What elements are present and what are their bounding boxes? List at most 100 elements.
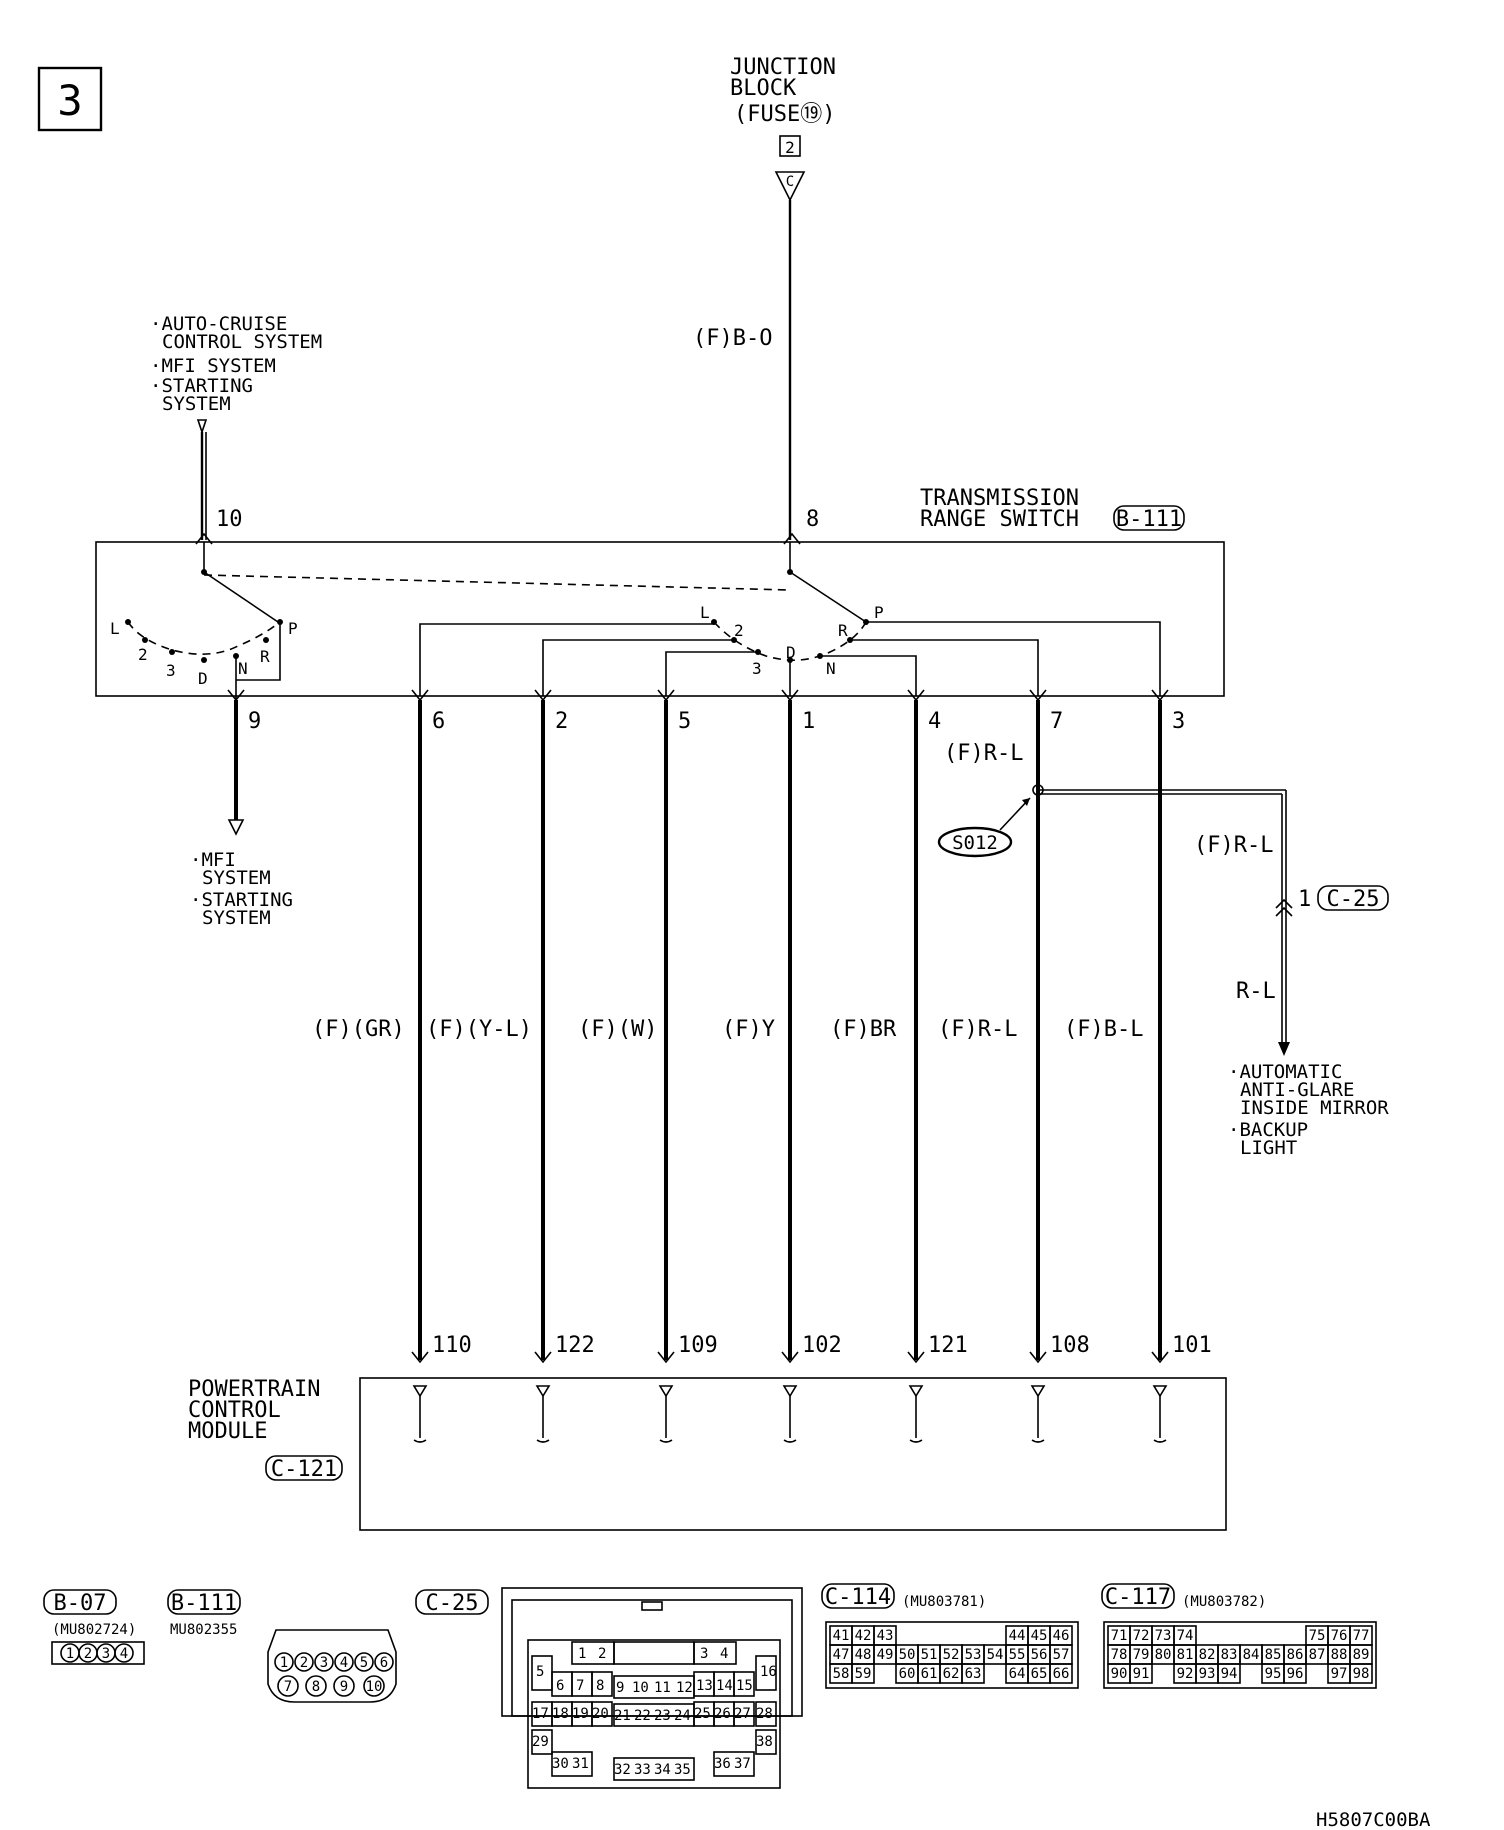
svg-text:4: 4 <box>720 1646 728 1662</box>
svg-text:5: 5 <box>536 1664 544 1680</box>
ref-automatic: ·AUTOMATIC <box>1228 1061 1342 1083</box>
ref-control-system: CONTROL SYSTEM <box>162 331 322 353</box>
pin-number: 53 <box>965 1647 982 1663</box>
svg-text:5: 5 <box>360 1655 368 1671</box>
svg-text:24: 24 <box>674 1708 691 1724</box>
svg-text:3: 3 <box>700 1646 708 1662</box>
c117-label: C-117 <box>1105 1585 1171 1610</box>
pin-number: 82 <box>1199 1647 1216 1663</box>
trs-right-pos-n: N <box>826 659 836 678</box>
trs-left-pos-r: R <box>260 647 270 666</box>
pin-number: 98 <box>1353 1666 1370 1682</box>
pin-number: 84 <box>1243 1647 1260 1663</box>
page-number: 3 <box>57 76 82 125</box>
ref-bottom-mfi-system: SYSTEM <box>202 867 271 889</box>
pin-number: 59 <box>855 1666 872 1682</box>
pcm-pin-102: 102 <box>802 1333 842 1358</box>
pin-number: 43 <box>877 1628 894 1644</box>
pin-number: 97 <box>1331 1666 1348 1682</box>
wire-label-r-l: (F)R-L <box>938 1017 1017 1042</box>
trs-left-pos-3: 3 <box>166 661 176 680</box>
trs-pin-3: 3 <box>1172 709 1185 734</box>
junction-pin: 2 <box>785 138 795 157</box>
c25-ref: C-25 <box>1327 887 1380 912</box>
pin-number: 87 <box>1309 1647 1326 1663</box>
svg-text:9: 9 <box>340 1679 348 1695</box>
svg-text:20: 20 <box>592 1706 609 1722</box>
svg-text:2: 2 <box>598 1646 606 1662</box>
pcm-pin-108: 108 <box>1050 1333 1090 1358</box>
pin-number: 76 <box>1331 1628 1348 1644</box>
splice-after-label: R-L <box>1236 979 1276 1004</box>
svg-text:4: 4 <box>120 1646 128 1662</box>
pin-number: 57 <box>1053 1647 1070 1663</box>
pcm-title-2: CONTROL <box>188 1398 281 1423</box>
ref-auto-cruise: ·AUTO-CRUISE <box>150 313 287 335</box>
pcm-terminals <box>412 1385 1168 1443</box>
svg-text:11: 11 <box>654 1680 671 1696</box>
pcm-title-1: POWERTRAIN <box>188 1377 320 1402</box>
ref-bottom-starting: ·STARTING <box>190 889 293 911</box>
trs-connector: B-111 <box>1116 507 1182 532</box>
pin-number: 46 <box>1053 1628 1070 1644</box>
wire-b-o-label: (F)B-O <box>693 326 772 351</box>
b07-part: (MU802724) <box>52 1622 136 1638</box>
pin-number: 90 <box>1111 1666 1128 1682</box>
ref-bottom-starting-system: SYSTEM <box>202 907 271 929</box>
trs-right-pos-p: P <box>874 603 884 622</box>
pin-cell <box>1283 1663 1307 1684</box>
svg-text:13: 13 <box>696 1678 713 1694</box>
pcm-pin-121: 121 <box>928 1333 968 1358</box>
c25-label: C-25 <box>426 1591 479 1616</box>
svg-text:36: 36 <box>714 1756 731 1772</box>
svg-text:30: 30 <box>552 1756 569 1772</box>
pin-number: 61 <box>921 1666 938 1682</box>
pin-number: 64 <box>1009 1666 1026 1682</box>
svg-text:1: 1 <box>280 1655 288 1671</box>
pin-number: 56 <box>1031 1647 1048 1663</box>
pin-number: 66 <box>1053 1666 1070 1682</box>
pin-number: 47 <box>833 1647 850 1663</box>
trs-left-pos-p: P <box>288 619 298 638</box>
c114-label: C-114 <box>825 1585 891 1610</box>
b111-label: B-111 <box>171 1591 237 1616</box>
pin-number: 49 <box>877 1647 894 1663</box>
svg-text:21: 21 <box>614 1708 631 1724</box>
trs-right-pos-l: L <box>700 603 710 622</box>
pcm-title-3: MODULE <box>188 1419 267 1444</box>
pin-number: 85 <box>1265 1647 1282 1663</box>
trs-title-2: RANGE SWITCH <box>920 507 1079 532</box>
svg-text:2: 2 <box>300 1655 308 1671</box>
trs-right-switch: L 2 3 D N R P <box>419 542 1161 696</box>
pin-number: 81 <box>1177 1647 1194 1663</box>
pin-number: 96 <box>1287 1666 1304 1682</box>
pin-number: 74 <box>1177 1628 1194 1644</box>
pin-cell <box>1129 1663 1153 1684</box>
trs-pin-10: 10 <box>216 507 243 532</box>
trs-pin-1: 1 <box>802 709 815 734</box>
svg-text:28: 28 <box>756 1706 773 1722</box>
svg-text:3: 3 <box>320 1655 328 1671</box>
pcm-wires <box>418 700 1162 1360</box>
trs-pin-6: 6 <box>432 709 445 734</box>
trs-title-1: TRANSMISSION <box>920 486 1079 511</box>
trs-pin-4: 4 <box>928 709 941 734</box>
ref-starting-system: SYSTEM <box>162 393 231 415</box>
wire-label-y-l: (F)(Y-L) <box>426 1017 532 1042</box>
splice-branch-label: (F)R-L <box>1194 833 1273 858</box>
ref-mfi-system: ·MFI SYSTEM <box>150 355 276 377</box>
trs-right-pos-2: 2 <box>734 621 744 640</box>
pin-number: 91 <box>1133 1666 1150 1682</box>
pin-number: 45 <box>1031 1628 1048 1644</box>
pin-cell <box>961 1663 985 1684</box>
b07-label: B-07 <box>54 1591 107 1616</box>
c117-part: (MU803782) <box>1182 1594 1266 1610</box>
pin-cell <box>851 1663 875 1684</box>
pin-number: 89 <box>1353 1647 1370 1663</box>
pin-number: 65 <box>1031 1666 1048 1682</box>
svg-text:15: 15 <box>736 1678 753 1694</box>
